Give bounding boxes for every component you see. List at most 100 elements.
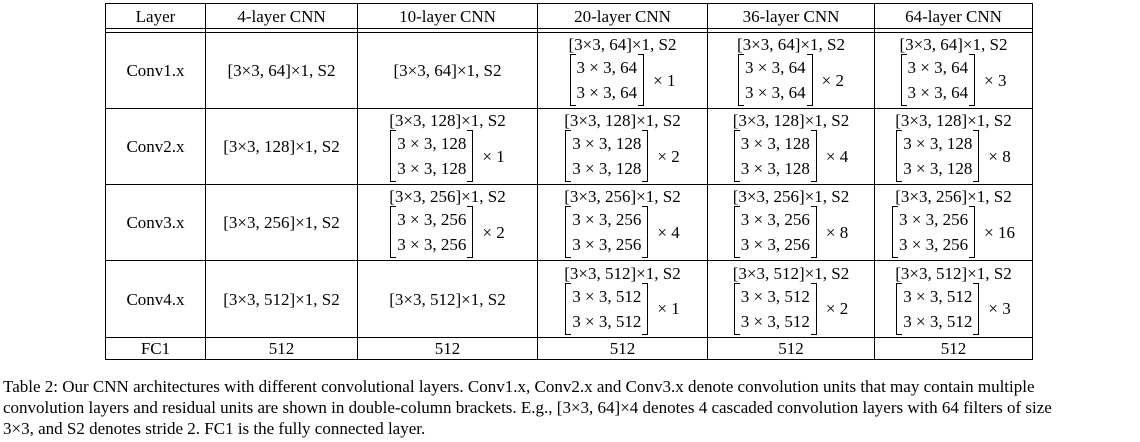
cell-10-layer: [3×3, 64]×1, S2 [357, 32, 538, 109]
block-multiplier: × 3 [984, 70, 1007, 90]
conv-spec: [3×3, 512]×1, S2 [895, 263, 1012, 283]
table-caption: Table 2: Our CNN architectures with diff… [3, 376, 1137, 439]
table-row-fc1: FC1 512 512 512 512 512 [105, 337, 1033, 360]
residual-conv-spec: 3 × 3, 512 [740, 286, 810, 306]
layer-spec: [3×3, 512]×1, S2 [223, 289, 340, 309]
row-label-fc1: FC1 [105, 337, 206, 360]
layer-spec: [3×3, 512]×1, S2 [389, 289, 506, 309]
row-label: Conv4.x [105, 260, 206, 338]
fc1-value-36-layer: 512 [707, 337, 875, 360]
fc1-value-20-layer: 512 [537, 337, 708, 360]
residual-conv-spec: 3 × 3, 64 [745, 58, 806, 77]
residual-conv-spec: 3 × 3, 512 [572, 286, 642, 306]
block-multiplier: × 2 [482, 222, 505, 242]
row-label: Conv3.x [105, 184, 206, 261]
fc1-value-64-layer: 512 [874, 337, 1033, 360]
conv-spec: [3×3, 512]×1, S2 [732, 263, 850, 283]
residual-conv-spec: 3 × 3, 128 [740, 134, 810, 153]
residual-conv-spec: 3 × 3, 64 [907, 58, 969, 77]
conv-spec: [3×3, 512]×1, S2 [564, 263, 681, 283]
residual-conv-spec: 3 × 3, 64 [576, 83, 638, 102]
conv-spec: [3×3, 128]×1, S2 [564, 111, 681, 130]
double-column-bracket: 3 × 3, 64 3 × 3, 64 [900, 54, 976, 106]
block-multiplier: × 16 [984, 222, 1015, 242]
fc1-value-4-layer: 512 [205, 337, 358, 360]
residual-conv-spec: 3 × 3, 128 [903, 134, 973, 153]
block-multiplier: × 2 [821, 70, 844, 90]
cell-4-layer: [3×3, 128]×1, S2 [205, 108, 358, 185]
architecture-table: Layer 4-layer CNN 10-layer CNN 20-layer … [105, 3, 1033, 360]
block-multiplier: × 1 [653, 70, 676, 90]
double-column-bracket: 3 × 3, 512 3 × 3, 512 [733, 282, 817, 335]
table-row: Conv1.x[3×3, 64]×1, S2[3×3, 64]×1, S2[3×… [105, 32, 1033, 109]
conv-spec: [3×3, 512]×1, S2 [389, 289, 506, 309]
header-20-layer: 20-layer CNN [537, 3, 708, 29]
residual-conv-spec: 3 × 3, 256 [740, 210, 810, 229]
table-header-row: Layer 4-layer CNN 10-layer CNN 20-layer … [105, 3, 1033, 29]
conv-spec: [3×3, 256]×1, S2 [732, 187, 850, 206]
block-multiplier: × 8 [988, 146, 1011, 166]
fc1-value-10-layer: 512 [357, 337, 538, 360]
conv-spec: [3×3, 128]×1, S2 [389, 111, 506, 130]
cell-4-layer: [3×3, 256]×1, S2 [205, 184, 358, 261]
cell-4-layer: [3×3, 64]×1, S2 [205, 32, 358, 109]
double-column-bracket: 3 × 3, 512 3 × 3, 512 [896, 282, 980, 335]
conv-spec: [3×3, 128]×1, S2 [895, 111, 1012, 130]
header-layer: Layer [105, 3, 206, 29]
residual-block: 3 × 3, 64 3 × 3, 64 × 3 [900, 54, 1007, 106]
residual-conv-spec: 3 × 3, 64 [907, 83, 969, 102]
residual-conv-spec: 3 × 3, 512 [903, 286, 973, 306]
block-multiplier: × 4 [825, 146, 849, 166]
double-column-bracket: 3 × 3, 128 3 × 3, 128 [896, 130, 980, 182]
block-multiplier: × 3 [988, 299, 1011, 318]
residual-block: 3 × 3, 512 3 × 3, 512 × 3 [896, 282, 1011, 335]
conv-spec: [3×3, 512]×1, S2 [223, 289, 340, 309]
residual-conv-spec: 3 × 3, 512 [740, 311, 810, 331]
caption-line: 3×3, and S2 denotes stride 2. FC1 is the… [3, 419, 426, 438]
residual-conv-spec: 3 × 3, 128 [903, 159, 973, 178]
residual-conv-spec: 3 × 3, 256 [572, 210, 642, 229]
conv-spec: [3×3, 64]×1, S2 [737, 35, 845, 54]
header-4-layer: 4-layer CNN [205, 3, 358, 29]
cell-64-layer: [3×3, 512]×1, S2 3 × 3, 512 3 × 3, 512 × 3 [874, 260, 1033, 338]
block-multiplier: × 1 [482, 146, 505, 166]
residual-conv-spec: 3 × 3, 512 [572, 311, 642, 331]
conv-spec: [3×3, 256]×1, S2 [895, 187, 1012, 206]
residual-conv-spec: 3 × 3, 512 [903, 311, 973, 331]
architecture-table-container: Layer 4-layer CNN 10-layer CNN 20-layer … [105, 3, 1033, 360]
layer-spec: [3×3, 256]×1, S2 [223, 214, 339, 232]
conv-spec: [3×3, 128]×1, S2 [732, 111, 850, 130]
double-column-bracket: 3 × 3, 512 3 × 3, 512 [565, 282, 649, 335]
residual-conv-spec: 3 × 3, 128 [397, 134, 467, 153]
conv-spec: [3×3, 64]×1, S2 [568, 35, 677, 54]
table-row: Conv4.x [3×3, 512]×1, S2 [3×3, 512]×1, S2 [… [105, 260, 1033, 338]
